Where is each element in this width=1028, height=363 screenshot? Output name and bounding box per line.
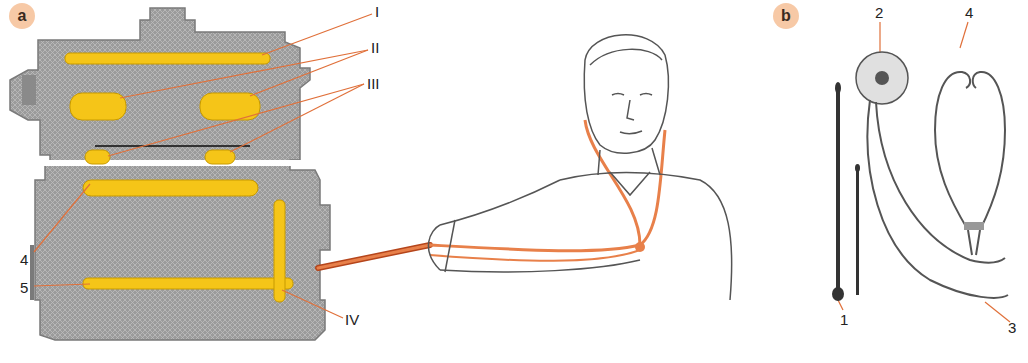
callout-number: 3 xyxy=(1008,320,1016,335)
engine-parts xyxy=(65,53,293,302)
tools xyxy=(832,52,1008,301)
callout-number: I xyxy=(375,4,379,19)
panel-badge: b xyxy=(773,3,799,29)
callout-number: II xyxy=(371,40,379,55)
mechanic xyxy=(428,35,731,300)
callout-number: IV xyxy=(345,312,359,327)
badge-letter: b xyxy=(781,8,791,24)
badge-letter: a xyxy=(18,8,27,24)
callout-number: 4 xyxy=(20,252,28,267)
callout-number: 5 xyxy=(20,280,28,295)
callout-number: 4 xyxy=(965,5,973,20)
callout-number: 1 xyxy=(840,312,848,327)
panel-badge: a xyxy=(9,3,35,29)
leader-lines xyxy=(34,14,1010,322)
callout-number: III xyxy=(367,76,380,91)
callout-number: 2 xyxy=(875,5,883,20)
